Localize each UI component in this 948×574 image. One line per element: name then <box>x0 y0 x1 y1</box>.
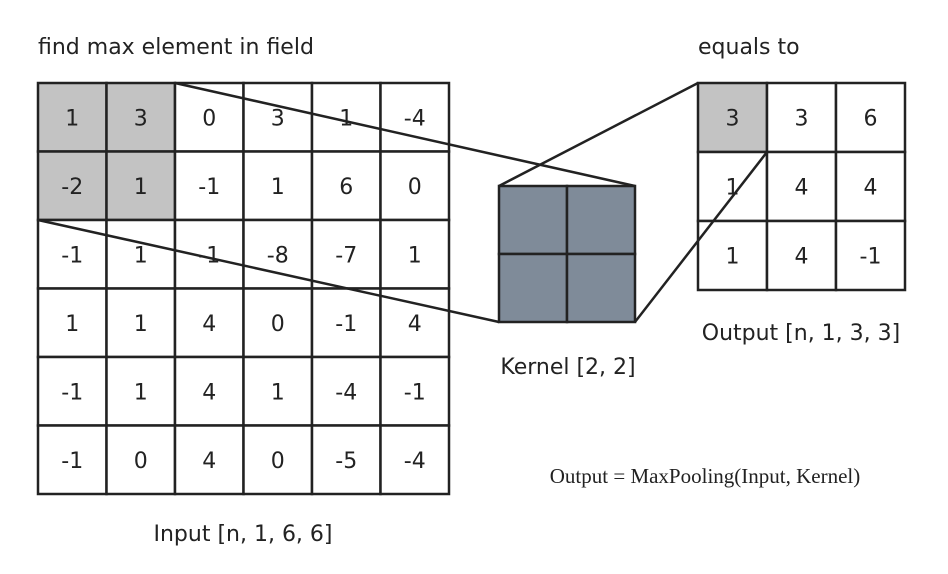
input-cell-value: -4 <box>335 380 357 405</box>
input-cell-value: 3 <box>271 106 285 131</box>
input-cell <box>173 424 245 496</box>
output-caption: Output [n, 1, 3, 3] <box>702 321 900 346</box>
input-cell-value: 6 <box>339 175 353 200</box>
projection-lines <box>37 81 768 324</box>
input-cell <box>105 150 177 222</box>
title-find-max: find max element in field <box>38 35 314 60</box>
output-cell <box>765 219 838 292</box>
kernel-caption: Kernel [2, 2] <box>500 355 635 380</box>
input-cell-value: 0 <box>271 312 285 337</box>
input-cell <box>36 287 108 359</box>
output-cell-value: 3 <box>726 107 740 132</box>
input-cell <box>36 424 108 496</box>
input-cell-value: 1 <box>134 175 148 200</box>
output-grid: 3 3 6 1 4 4 1 4 -1 <box>696 81 907 292</box>
input-cell-value: 1 <box>408 243 422 268</box>
input-cell-value: 1 <box>339 106 353 131</box>
input-cell-value: 0 <box>202 106 216 131</box>
input-cell-value: 1 <box>65 106 79 131</box>
input-cell-value: -1 <box>335 312 357 337</box>
output-cell-value: 4 <box>864 176 878 201</box>
input-cell-value: 1 <box>271 175 285 200</box>
projection-line <box>174 81 636 188</box>
output-cell-value: 4 <box>795 245 809 270</box>
input-cell-value: -1 <box>198 175 220 200</box>
input-cell-value: 0 <box>408 175 422 200</box>
input-cell-value: 4 <box>408 312 422 337</box>
input-cell-value: 1 <box>65 312 79 337</box>
input-cell-value: -2 <box>61 175 83 200</box>
projection-line <box>634 151 768 323</box>
output-cell <box>696 81 769 154</box>
input-grid: 1 3 0 3 1 -4 -2 1 -1 1 6 0 -1 1 -1 -8 -7 1 1 1 4 0 -1 4 -1 1 4 1 -4 -… <box>36 81 451 496</box>
output-cell <box>696 219 769 292</box>
input-cell <box>105 218 177 290</box>
input-cell-value: -5 <box>335 449 357 474</box>
input-cell <box>36 355 108 427</box>
kernel-cell <box>497 252 569 324</box>
input-cell-value: -1 <box>61 243 83 268</box>
output-cell <box>834 81 907 154</box>
input-cell <box>36 81 108 153</box>
kernel-grid <box>497 184 637 324</box>
input-cell-value: 3 <box>134 106 148 131</box>
output-cell-value: 3 <box>795 107 809 132</box>
output-cell-value: -1 <box>860 245 882 270</box>
kernel-cell <box>565 184 637 256</box>
kernel-cell <box>497 184 569 256</box>
output-cell-value: 6 <box>864 107 878 132</box>
input-cell-value: -1 <box>404 380 426 405</box>
output-cell <box>834 219 907 292</box>
projection-line <box>37 218 500 324</box>
projection-line <box>498 81 699 188</box>
input-cell-value: 0 <box>271 449 285 474</box>
input-cell-value: 1 <box>134 243 148 268</box>
input-cell-value: 4 <box>202 312 216 337</box>
input-cell <box>379 218 451 290</box>
input-cell-value: -1 <box>61 380 83 405</box>
input-cell-value: -1 <box>61 449 83 474</box>
input-cell-value: -1 <box>198 243 220 268</box>
input-cell-value: 1 <box>134 312 148 337</box>
input-cell-value: 4 <box>202 449 216 474</box>
input-cell-value: 1 <box>271 380 285 405</box>
output-cell-value: 1 <box>726 245 740 270</box>
input-cell <box>105 424 177 496</box>
output-cell-value: 4 <box>795 176 809 201</box>
input-cell-value: -7 <box>335 243 357 268</box>
input-cell-value: 1 <box>134 380 148 405</box>
input-cell-value: 4 <box>202 380 216 405</box>
input-cell-value: -4 <box>404 449 426 474</box>
input-cell <box>379 424 451 496</box>
input-cell-value: 0 <box>134 449 148 474</box>
input-cell <box>379 81 451 153</box>
formula: Output = MaxPooling(Input, Kernel) <box>550 464 860 488</box>
output-cell-value: 1 <box>726 176 740 201</box>
input-cell <box>242 424 314 496</box>
input-cell <box>310 355 382 427</box>
title-equals-to: equals to <box>698 35 800 60</box>
input-caption: Input [n, 1, 6, 6] <box>153 522 332 547</box>
input-cell <box>379 287 451 359</box>
kernel-cell <box>565 252 637 324</box>
input-cell-value: -8 <box>267 243 289 268</box>
input-cell <box>242 355 314 427</box>
input-cell-value: -4 <box>404 106 426 131</box>
input-cell <box>242 150 314 222</box>
input-cell <box>379 150 451 222</box>
output-cell <box>834 150 907 223</box>
